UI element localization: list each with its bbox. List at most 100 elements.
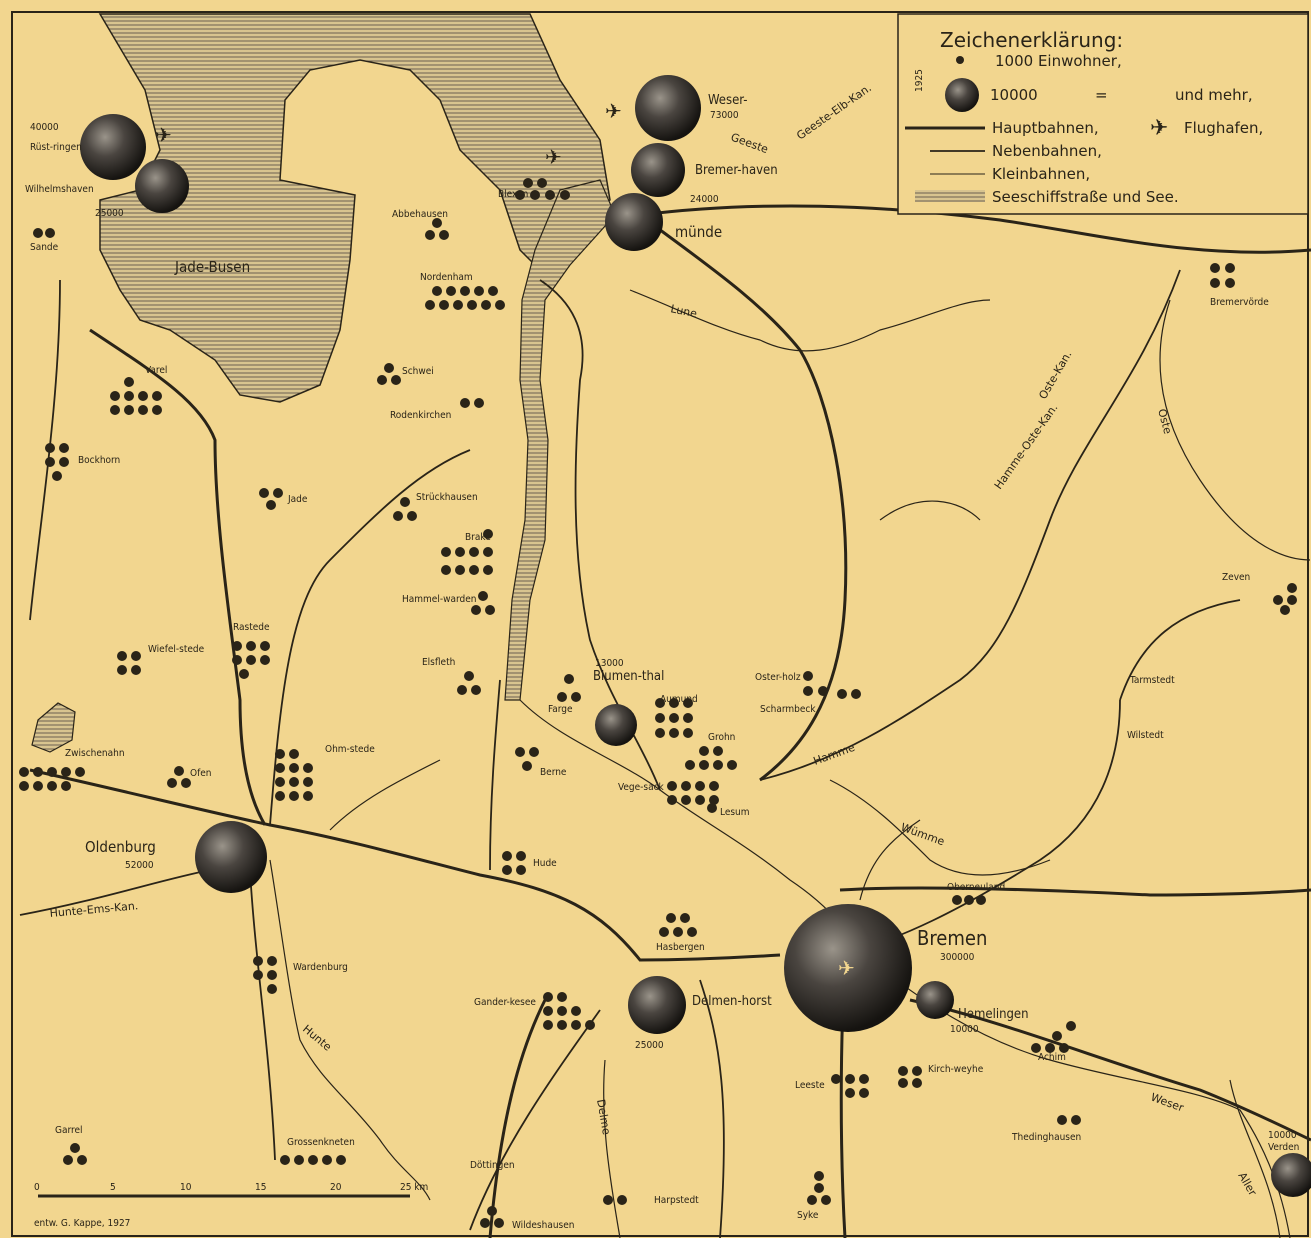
legend-main-rail: Hauptbahnen, [992, 119, 1099, 137]
town-label: Gander-kesee [474, 997, 536, 1008]
town-label: Hammel-warden [402, 594, 476, 605]
town-dot [669, 698, 679, 708]
town-dot [474, 398, 484, 408]
town-dot [571, 1006, 581, 1016]
town-dot [1273, 595, 1283, 605]
town-dot [603, 1195, 613, 1205]
town-dot [460, 286, 470, 296]
town-dot [61, 781, 71, 791]
town-label: Hasbergen [656, 942, 705, 953]
town-dot [695, 795, 705, 805]
town-dot [976, 895, 986, 905]
town-dot [681, 795, 691, 805]
town-dot [267, 956, 277, 966]
town-dot [63, 1155, 73, 1165]
town-dot [446, 286, 456, 296]
town-dot [181, 778, 191, 788]
town-dot [667, 795, 677, 805]
city-name: Oldenburg [85, 838, 156, 856]
town-dot [457, 685, 467, 695]
town-dot [480, 1218, 490, 1228]
town-dot [275, 777, 285, 787]
river-label: Geeste-Elb-Kan. [794, 81, 874, 142]
town-dot [467, 300, 477, 310]
town-dot [303, 763, 313, 773]
town-dot [821, 1195, 831, 1205]
town-dot [460, 398, 470, 408]
town-dot [267, 970, 277, 980]
town-dot [1057, 1115, 1067, 1125]
town-dot [471, 605, 481, 615]
town-label: Leeste [795, 1080, 825, 1091]
town-dot [400, 497, 410, 507]
town-dot [266, 500, 276, 510]
town-dot [515, 190, 525, 200]
town-dot [246, 641, 256, 651]
city-marker [135, 159, 189, 213]
town-dot [709, 795, 719, 805]
city-name: Rüst-ringen [30, 142, 82, 153]
town-dot [70, 1143, 80, 1153]
town-label: Achim [1038, 1052, 1066, 1063]
town-dot [488, 286, 498, 296]
city-pop: 10000 [1268, 1130, 1297, 1141]
town-dot [859, 1074, 869, 1084]
town-dot [45, 443, 55, 453]
city-marker [605, 193, 663, 251]
map-frame [11, 11, 1309, 1237]
town-dot [515, 747, 525, 757]
town-dot [1045, 1043, 1055, 1053]
town-dot [516, 851, 526, 861]
city-name: Weser- [708, 93, 748, 108]
town-label: Oberneuland [947, 882, 1005, 893]
town-dot [483, 565, 493, 575]
town-label: Ofen [190, 768, 211, 779]
river-label: Wümme [899, 821, 947, 849]
town-dot [289, 763, 299, 773]
town-dot [275, 763, 285, 773]
town-dot [1059, 1043, 1069, 1053]
town-dot [45, 457, 55, 467]
city-marker [631, 143, 685, 197]
river-label: Aller [1235, 1170, 1259, 1199]
town-dot [174, 766, 184, 776]
town-dot [124, 391, 134, 401]
river-label: Hamme-Oste-Kan. [992, 401, 1061, 491]
town-dot [659, 927, 669, 937]
airports: ✈ ✈ ✈ ✈ [155, 99, 855, 980]
town-dot [803, 671, 813, 681]
scale-tick: 0 [34, 1182, 40, 1193]
town-dot [253, 956, 263, 966]
town-dot [117, 651, 127, 661]
town-dot [485, 605, 495, 615]
town-dot [571, 1020, 581, 1030]
town-dot [543, 992, 553, 1002]
town-dot [530, 190, 540, 200]
town-dot [47, 767, 57, 777]
town-dot [669, 713, 679, 723]
town-dot [303, 777, 313, 787]
river-label: Weser [1149, 1091, 1186, 1115]
city-marker [595, 704, 637, 746]
town-dot [481, 300, 491, 310]
town-dot [522, 761, 532, 771]
town-dot [152, 405, 162, 415]
town-dot [110, 391, 120, 401]
town-dot [471, 685, 481, 695]
town-dot [289, 777, 299, 787]
town-dot [912, 1078, 922, 1088]
legend-big-dot-value: 10000 [990, 86, 1038, 104]
town-label: Hude [533, 858, 557, 869]
town-dot [803, 686, 813, 696]
town-dot [131, 665, 141, 675]
town-dot [845, 1074, 855, 1084]
town-dot [289, 749, 299, 759]
town-label: Brake [465, 532, 491, 543]
town-dot [543, 1006, 553, 1016]
river-label: Hunte-Ems-Kan. [49, 899, 139, 920]
town-dot [669, 728, 679, 738]
legend-light-rail: Kleinbahnen, [992, 165, 1090, 183]
town-dot [469, 565, 479, 575]
city-pop: 25000 [635, 1040, 664, 1051]
